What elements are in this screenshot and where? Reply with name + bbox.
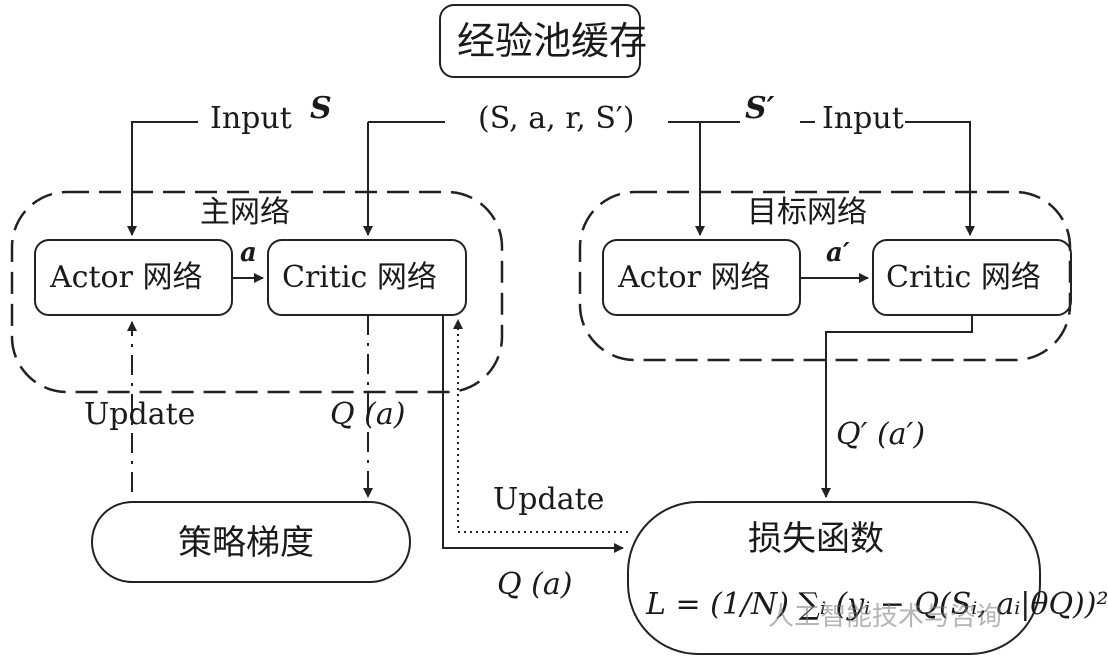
main-actor-label: Actor 网络 <box>50 260 203 295</box>
main-network-label: 主网络 <box>200 195 290 230</box>
action-target-label: a′ <box>826 238 850 268</box>
loss-function-title: 损失函数 <box>748 519 884 559</box>
main-network-group <box>10 190 504 394</box>
update-critic-line <box>453 319 628 533</box>
input-line-right-critic <box>700 121 970 235</box>
main-critic-label: Critic 网络 <box>282 260 437 295</box>
ddpg-diagram <box>10 4 1072 655</box>
input-left-label: Input <box>210 101 292 136</box>
target-network-label: 目标网络 <box>747 195 867 230</box>
update-actor-label: Update <box>84 397 196 432</box>
q-to-loss-line <box>442 315 624 553</box>
q-target-line <box>821 315 973 498</box>
loss-formula: L = (1/N) ∑ᵢ (yᵢ − Q(Sᵢ, aᵢ|θQ))² <box>646 587 1108 622</box>
q-target-label: Q′ (a′) <box>836 417 926 452</box>
experience-tuple: (S, a, r, S′) <box>478 101 635 136</box>
action-main-label: a <box>240 238 257 268</box>
replay-buffer-box <box>439 4 641 78</box>
target-actor-label: Actor 网络 <box>618 260 771 295</box>
policy-gradient-label: 策略梯度 <box>178 523 314 563</box>
q-main-label: Q (a) <box>330 397 406 432</box>
input-right-state: S′ <box>745 91 775 126</box>
replay-buffer-title: 经验池缓存 <box>457 19 648 63</box>
target-critic-label: Critic 网络 <box>886 260 1041 295</box>
input-right-label: Input <box>822 101 904 136</box>
input-line-left <box>132 121 445 235</box>
watermark: 人工智能技术与咨询 <box>768 602 1003 632</box>
loss-function-box <box>627 501 1041 655</box>
policy-gradient-box <box>91 501 411 583</box>
update-critic-label: Update <box>493 482 605 517</box>
input-left-state: S <box>310 91 332 126</box>
q-to-loss-label: Q (a) <box>497 567 573 602</box>
input-line-right <box>668 121 705 236</box>
